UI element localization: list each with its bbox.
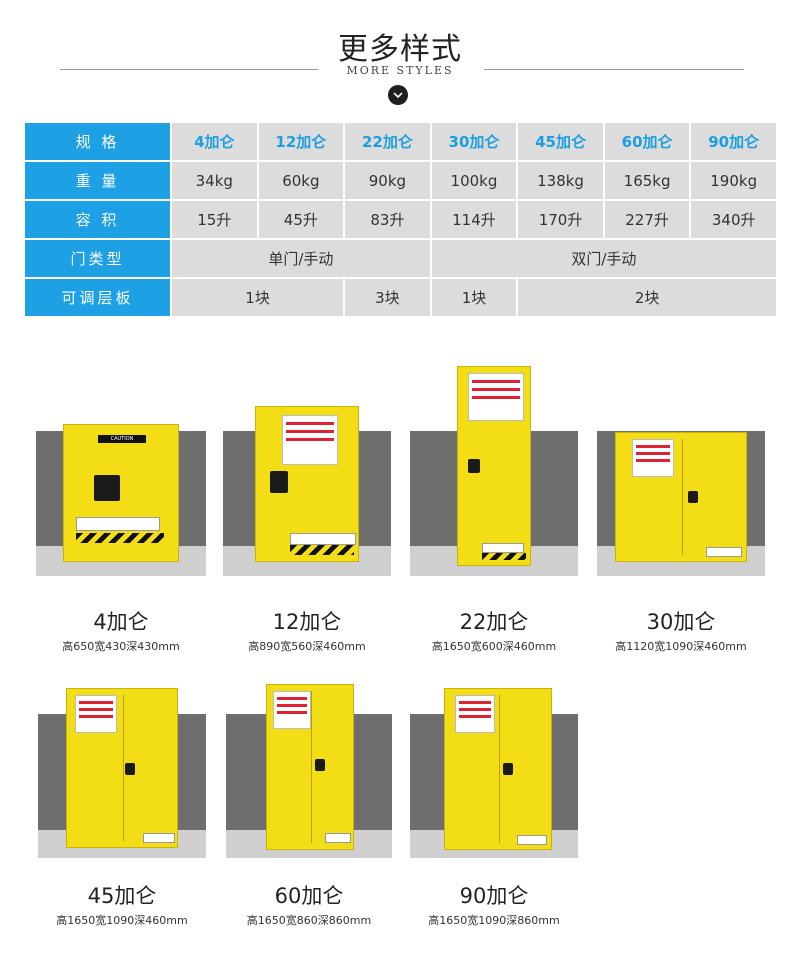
volume-cell: 340升 bbox=[691, 201, 776, 238]
cabinet-image bbox=[444, 688, 552, 850]
product-dimensions: 高1650宽1090深860mm bbox=[428, 914, 560, 927]
weight-cell: 60kg bbox=[258, 162, 344, 199]
cabinet-image bbox=[255, 406, 359, 562]
shelf-cell: 1块 bbox=[431, 279, 517, 316]
weight-cell: 100kg bbox=[431, 162, 517, 199]
product-dimensions: 高1650宽860深860mm bbox=[246, 914, 372, 927]
table-row-spec: 规 格 4加仑 12加仑 22加仑 30加仑 45加仑 60加仑 90加仑 bbox=[25, 123, 776, 160]
row-label-weight: 重 量 bbox=[25, 162, 170, 199]
shelf-cell: 3块 bbox=[345, 279, 430, 316]
row-label-door: 门类型 bbox=[25, 240, 170, 277]
product-dimensions: 高1650宽1090深460mm bbox=[56, 914, 188, 927]
product-dimensions: 高1650宽600深460mm bbox=[431, 640, 557, 653]
volume-cell: 45升 bbox=[258, 201, 344, 238]
weight-cell: 190kg bbox=[691, 162, 776, 199]
title-divider-left bbox=[60, 69, 318, 70]
weight-cell: 90kg bbox=[345, 162, 430, 199]
capacity-cell: 12加仑 bbox=[258, 123, 344, 160]
product-card: 60加仑 高1650宽860深860mm bbox=[226, 684, 392, 934]
title-divider-right bbox=[484, 69, 744, 70]
cabinet-image bbox=[266, 684, 354, 850]
volume-cell: 83升 bbox=[345, 201, 430, 238]
volume-cell: 15升 bbox=[172, 201, 257, 238]
capacity-cell: 30加仑 bbox=[431, 123, 517, 160]
product-name: 30加仑 bbox=[646, 610, 716, 634]
product-card: 90加仑 高1650宽1090深860mm bbox=[410, 684, 578, 934]
product-name: 22加仑 bbox=[459, 610, 529, 634]
table-row-volume: 容 积 15升 45升 83升 114升 170升 227升 340升 bbox=[25, 201, 776, 238]
product-card: 12加仑 高890宽560深460mm bbox=[223, 366, 391, 656]
table-row-shelf: 可调层板 1块 3块 1块 2块 bbox=[25, 279, 776, 316]
row-label-volume: 容 积 bbox=[25, 201, 170, 238]
product-card: 45加仑 高1650宽1090深460mm bbox=[38, 684, 206, 934]
row-label-shelf: 可调层板 bbox=[25, 279, 170, 316]
product-name: 4加仑 bbox=[93, 610, 149, 634]
product-name: 90加仑 bbox=[459, 884, 529, 908]
product-name: 45加仑 bbox=[87, 884, 157, 908]
spec-table: 规 格 4加仑 12加仑 22加仑 30加仑 45加仑 60加仑 90加仑 重 … bbox=[23, 121, 778, 318]
table-row-weight: 重 量 34kg 60kg 90kg 100kg 138kg 165kg 190… bbox=[25, 162, 776, 199]
cabinet-image bbox=[615, 432, 747, 562]
product-name: 12加仑 bbox=[272, 610, 342, 634]
product-card: CAUTION 4加仑 高650宽430深430mm bbox=[36, 366, 206, 656]
weight-cell: 165kg bbox=[604, 162, 690, 199]
product-name: 60加仑 bbox=[274, 884, 344, 908]
volume-cell: 170升 bbox=[518, 201, 603, 238]
product-dimensions: 高1120宽1090深460mm bbox=[615, 640, 747, 653]
shelf-cell: 2块 bbox=[518, 279, 776, 316]
capacity-cell: 45加仑 bbox=[518, 123, 603, 160]
cabinet-image bbox=[66, 688, 178, 848]
cabinet-image: CAUTION bbox=[63, 424, 179, 562]
table-row-door: 门类型 单门/手动 双门/手动 bbox=[25, 240, 776, 277]
weight-cell: 34kg bbox=[172, 162, 257, 199]
product-dimensions: 高650宽430深430mm bbox=[62, 640, 180, 653]
chevron-down-icon bbox=[388, 85, 408, 105]
weight-cell: 138kg bbox=[518, 162, 603, 199]
volume-cell: 227升 bbox=[604, 201, 690, 238]
capacity-cell: 90加仑 bbox=[691, 123, 776, 160]
product-card: 22加仑 高1650宽600深460mm bbox=[410, 366, 578, 656]
door-type-cell: 单门/手动 bbox=[172, 240, 430, 277]
product-card: 30加仑 高1120宽1090深460mm bbox=[597, 366, 765, 656]
door-type-cell: 双门/手动 bbox=[431, 240, 776, 277]
capacity-cell: 60加仑 bbox=[604, 123, 690, 160]
capacity-cell: 4加仑 bbox=[172, 123, 257, 160]
capacity-cell: 22加仑 bbox=[345, 123, 430, 160]
section-subtitle: MORE STYLES bbox=[346, 64, 454, 77]
volume-cell: 114升 bbox=[431, 201, 517, 238]
row-label-spec: 规 格 bbox=[25, 123, 170, 160]
product-dimensions: 高890宽560深460mm bbox=[248, 640, 366, 653]
shelf-cell: 1块 bbox=[172, 279, 344, 316]
cabinet-image bbox=[457, 366, 531, 566]
section-title: 更多样式 bbox=[338, 32, 462, 67]
